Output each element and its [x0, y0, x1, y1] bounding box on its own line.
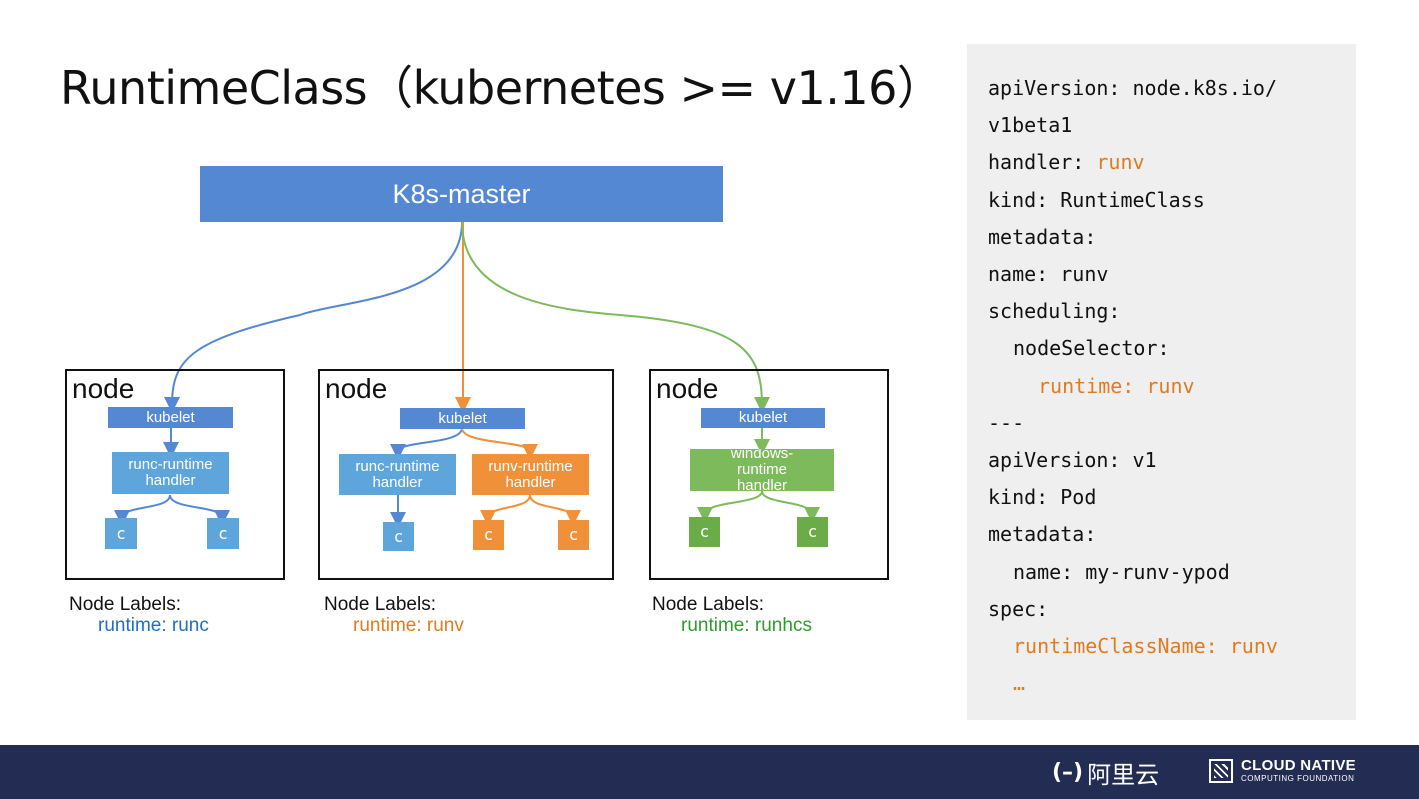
node-2-kubelet: kubelet [400, 408, 525, 429]
node-1: node [65, 369, 285, 580]
yaml-code-line: kind: Pod [988, 485, 1096, 509]
node-2-title: node [325, 373, 388, 404]
yaml-code-line: handler: runv [988, 150, 1145, 174]
yaml-code-line: name: runv [988, 262, 1108, 286]
footer-bar [0, 745, 1419, 799]
node-2-runc-handler: runc-runtime handler [339, 454, 456, 495]
node-3-container-2: c [797, 517, 828, 547]
cncf-logo: CLOUD NATIVE COMPUTING FOUNDATION [1209, 758, 1356, 784]
aliyun-bracket-icon: (–) [1052, 759, 1084, 785]
yaml-value: runtimeClassName: runv [1013, 634, 1278, 658]
node-2-labels-heading: Node Labels: [324, 594, 436, 615]
yaml-code-line: --- [988, 411, 1024, 435]
yaml-value: runtime: runv [1038, 373, 1195, 398]
yaml-code-line: nodeSelector: [1013, 336, 1170, 360]
yaml-key: --- [988, 410, 1025, 435]
yaml-code-line: scheduling: [988, 299, 1120, 323]
yaml-key: v1beta1 [988, 113, 1073, 138]
yaml-code-line: spec: [988, 597, 1048, 621]
node-2-container-1: c [383, 522, 414, 551]
node-2-labels-value: runtime: runv [353, 615, 464, 636]
aliyun-logo-text: 阿里云 [1087, 761, 1160, 789]
k8s-master-block: K8s-master [200, 166, 723, 222]
yaml-key: apiVersion: v1 [988, 448, 1157, 472]
yaml-key: handler: [988, 150, 1097, 175]
yaml-code-line: metadata: [988, 522, 1096, 546]
node-1-title: node [72, 373, 135, 404]
yaml-code-line: runtime: runv [1038, 374, 1195, 398]
yaml-key: kind: RuntimeClass [988, 187, 1205, 212]
node-1-container-2: c [207, 518, 239, 549]
node-3-container-1: c [689, 517, 720, 547]
yaml-key: name: my-runv-ypod [1013, 559, 1230, 584]
yaml-key: nodeSelector: [1013, 336, 1170, 361]
page-title: RuntimeClass（kubernetes >= v1.16） [60, 61, 943, 115]
node-3-labels-value: runtime: runhcs [681, 615, 812, 636]
node-2-container-2: c [473, 520, 504, 550]
yaml-code-line: runtimeClassName: runv [1013, 634, 1278, 658]
yaml-key: kind: Pod [988, 485, 1097, 510]
cncf-logo-line2: COMPUTING FOUNDATION [1241, 774, 1355, 783]
yaml-key: name: runv [988, 262, 1109, 286]
node-1-runc-handler: runc-runtime handler [112, 452, 229, 494]
yaml-code-line: metadata: [988, 225, 1096, 249]
node-3-labels-heading: Node Labels: [652, 594, 764, 615]
node-2-container-3: c [558, 520, 589, 550]
yaml-code-line: apiVersion: node.k8s.io/ [988, 76, 1277, 100]
aliyun-logo: (–) 阿里云 [1052, 759, 1159, 789]
node-3-windows-handler: windows-runtime handler [690, 449, 834, 491]
node-3-title: node [656, 373, 719, 404]
yaml-key: apiVersion: node.k8s.io/ [988, 76, 1277, 100]
cncf-mark-icon [1209, 759, 1233, 783]
yaml-code-line: apiVersion: v1 [988, 448, 1157, 472]
yaml-key: scheduling: [988, 299, 1121, 324]
yaml-code-line: … [1013, 671, 1025, 695]
yaml-key: metadata: [988, 224, 1097, 249]
yaml-key: spec: [988, 596, 1049, 621]
yaml-code-line: name: my-runv-ypod [1013, 560, 1230, 584]
yaml-value: … [1013, 671, 1026, 696]
cncf-logo-line1: CLOUD NATIVE [1241, 757, 1356, 774]
node-3: node [649, 369, 889, 580]
yaml-code-line: v1beta1 [988, 113, 1072, 137]
node-1-labels-heading: Node Labels: [69, 594, 181, 615]
node-1-kubelet: kubelet [108, 407, 233, 428]
node-2-runv-handler: runv-runtime handler [472, 454, 589, 495]
yaml-code-line: kind: RuntimeClass [988, 188, 1205, 212]
node-1-container-1: c [105, 518, 137, 549]
node-2: node [318, 369, 614, 580]
node-3-kubelet: kubelet [701, 408, 825, 428]
yaml-code-panel [967, 44, 1356, 720]
yaml-value: runv [1096, 150, 1145, 175]
node-1-labels-value: runtime: runc [98, 615, 209, 636]
yaml-key: metadata: [988, 522, 1097, 547]
